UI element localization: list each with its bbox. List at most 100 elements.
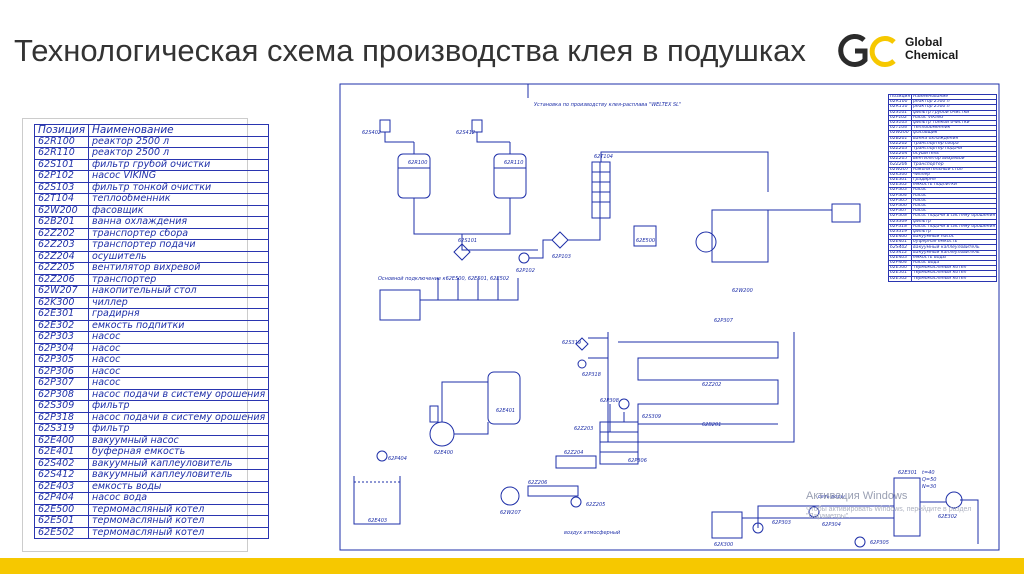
cell-position: 62P306 — [33, 365, 90, 378]
pump-62P306 — [570, 496, 582, 508]
vacuum-pump-62E400 — [429, 421, 455, 447]
bath-frame — [607, 332, 795, 443]
label-62P103: 62P103 — [552, 254, 571, 260]
dryer-62Z204 — [599, 421, 639, 465]
pump-62P308 — [618, 398, 630, 410]
label-62Z206: 62Z206 — [528, 480, 547, 486]
ejector — [609, 404, 625, 432]
pump-62P305 — [854, 536, 866, 548]
cell-position: 62S309 — [33, 400, 90, 413]
footer-accent-bar — [0, 558, 1024, 574]
cell-name: насос VIKING — [88, 170, 270, 183]
cell-position: 62P303 — [33, 331, 90, 344]
label-62R100: 62R100 — [408, 160, 427, 166]
label-62E302: 62E302 — [938, 514, 957, 520]
cell-name: фильтр грубой очистки — [88, 158, 270, 171]
label-62W200: 62W200 — [732, 288, 753, 294]
oil-header — [420, 278, 519, 301]
vacuum-piping — [441, 381, 489, 435]
label-62E500: 62E500 — [636, 238, 655, 244]
label-62E403: 62E403 — [368, 518, 387, 524]
cell-position: 62P404 — [33, 492, 90, 505]
cell-name: насос — [88, 365, 270, 378]
unit-62P202 — [831, 203, 861, 223]
cell-name: насос — [88, 331, 270, 344]
company-logo: Global Chemical — [838, 30, 988, 74]
filter-62S101 — [453, 243, 471, 261]
cell-position: 62E502 — [33, 526, 90, 539]
pump-62P304 — [808, 506, 820, 518]
label-62P304: 62P304 — [822, 522, 841, 528]
label-air: воздух атмосферный — [564, 530, 621, 536]
product-line — [600, 151, 769, 192]
cell-position: 62S402 — [33, 457, 90, 470]
legend-cell-name: насос подачи в систему орошения — [911, 213, 998, 220]
cell-name: теплообменник — [88, 193, 270, 206]
cell-name: насос подачи в систему орошения — [88, 388, 270, 401]
label-note: Основной подключение к62E500, 62E501, 62… — [378, 276, 509, 282]
label-62S319: 62S319 — [562, 340, 581, 346]
cooling-tower-62E301 — [893, 477, 921, 537]
label-62B201: 62B201 — [702, 422, 721, 428]
label-62P318: 62P318 — [582, 372, 601, 378]
label-62E301: 62E301 — [898, 470, 917, 476]
cell-position: 62Z202 — [33, 227, 90, 240]
label-62P308: 62P308 — [600, 398, 619, 404]
label-param-3: N=30 — [922, 484, 936, 490]
cell-position: 62P305 — [33, 354, 90, 367]
cell-position: 62W200 — [33, 204, 90, 217]
cell-position: 62P308 — [33, 388, 90, 401]
label-62Z204: 62Z204 — [564, 450, 583, 456]
cell-position: 62S412 — [33, 469, 90, 482]
cell-position: 62R110 — [33, 147, 90, 160]
cell-position: 62E400 — [33, 434, 90, 447]
cell-name: градирня — [88, 308, 270, 321]
pump-62P404 — [376, 450, 388, 462]
cell-name: насос — [88, 354, 270, 367]
diagram-heading: Установка по производству клея-расплава … — [534, 102, 681, 108]
cell-position: 62E401 — [33, 446, 90, 459]
legend-cell-position: Позиция — [887, 93, 913, 101]
cell-name: насос подачи в систему орошения — [88, 411, 270, 424]
pump-62P102 — [518, 252, 530, 264]
boiler-62E500 — [633, 225, 657, 247]
cell-position: 62P307 — [33, 377, 90, 390]
cell-name: вакуумный каплеуловитель — [88, 457, 270, 470]
cell-position: 62E301 — [33, 308, 90, 321]
slide-title: Технологическая схема производства клея … — [14, 33, 806, 68]
label-62R110: 62R110 — [504, 160, 523, 166]
cell-position: 62W207 — [33, 285, 90, 298]
cell-name: фильтр — [88, 400, 270, 413]
label-62P404: 62P404 — [388, 456, 407, 462]
cell-name: термомасляный котел — [88, 515, 270, 528]
table-62W207 — [527, 485, 579, 497]
logo-line-2: Chemical — [905, 48, 959, 62]
legend-cell-name: термомасляный котел — [911, 275, 998, 282]
water-tank-62E403 — [353, 476, 401, 525]
logo-mark-icon — [838, 34, 896, 67]
label-62E400: 62E400 — [434, 450, 453, 456]
cell-position: 62P304 — [33, 342, 90, 355]
label-param-2: Q=50 — [922, 477, 937, 483]
cell-position: 62K300 — [33, 296, 90, 309]
heat-exchanger-62T104 — [591, 161, 611, 219]
cell-name: ванна охлаждения — [88, 216, 270, 229]
